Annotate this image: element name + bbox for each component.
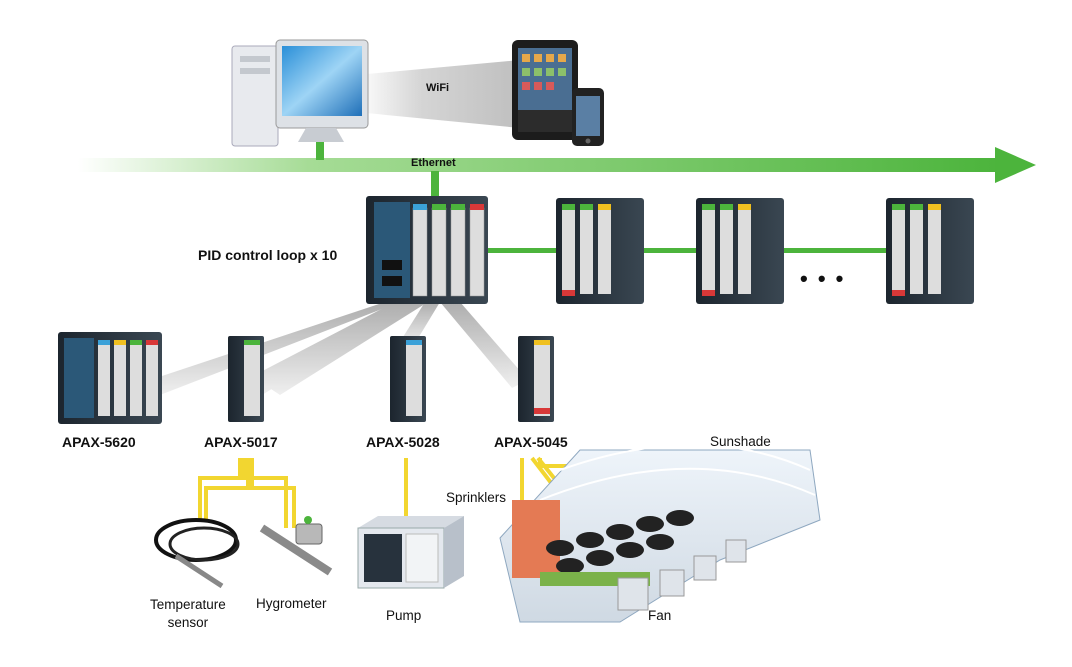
expansion-rack-1	[556, 198, 644, 304]
expansion-rack-2	[696, 198, 784, 304]
fan-label: Fan	[648, 608, 672, 623]
wifi-beam	[356, 60, 520, 128]
ethernet-label: Ethernet	[411, 157, 456, 169]
module-label-apax-5620: APAX-5620	[62, 434, 136, 450]
apax-5028-module	[390, 336, 426, 422]
apax-5017-module	[228, 336, 264, 422]
module-label-apax-5028: APAX-5028	[366, 434, 440, 450]
pump-label: Pump	[386, 608, 422, 623]
temperature-sensor-icon	[154, 518, 240, 589]
apax-5620-module	[58, 332, 162, 424]
ethernet-backbone-arrow	[78, 147, 1036, 183]
pc-ethernet-link	[316, 140, 324, 160]
smartphone-icon	[572, 88, 604, 146]
signal-beams	[150, 302, 528, 395]
sprinklers-label: Sprinklers	[446, 490, 507, 505]
tablet-icon	[512, 40, 578, 140]
apax-5045-module	[518, 336, 554, 422]
expansion-rack-3	[886, 198, 974, 304]
module-label-apax-5017: APAX-5017	[204, 434, 278, 450]
continuation-dots: • • •	[800, 266, 846, 291]
desktop-computer-icon	[231, 39, 369, 147]
controller-ethernet-link	[431, 171, 439, 199]
wifi-label: WiFi	[426, 82, 450, 94]
controller-label: PID control loop x 10	[198, 247, 338, 263]
pump-icon	[357, 516, 464, 589]
temperature-sensor-label: Temperature sensor	[150, 597, 226, 630]
pid-controller-rack	[366, 196, 488, 304]
hygrometer-icon	[259, 516, 333, 576]
greenhouse-icon	[499, 444, 821, 623]
rack-interconnect	[486, 248, 890, 253]
hygrometer-label: Hygrometer	[256, 596, 327, 611]
sunshade-label: Sunshade	[710, 434, 771, 449]
module-label-apax-5045: APAX-5045	[494, 434, 568, 450]
